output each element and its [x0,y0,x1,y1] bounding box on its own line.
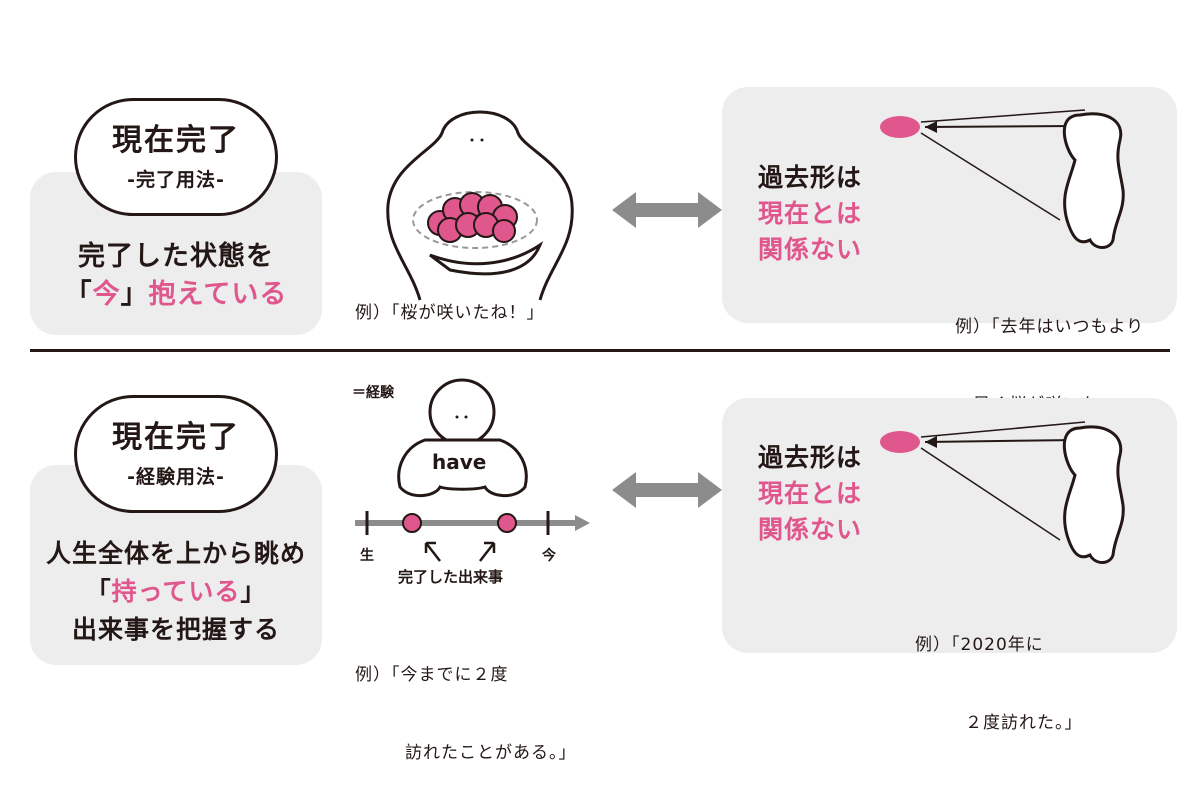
double-arrow-icon [612,192,722,228]
top-desc-line1: 完了した状態を [78,241,274,272]
character-have-icon [397,378,528,498]
have-label: have [432,450,487,474]
top-description: 完了した状態を 「今」抱えている [30,238,322,314]
top-pill-title: 現在完了 [112,123,240,158]
top-desc-line2: 「今」抱えている [64,279,288,310]
bottom-past-line3: 関係ない [758,515,863,544]
bottom-desc-line1: 人生全体を上から眺め [45,539,306,568]
bottom-description: 人生全体を上から眺め 「持っている」 出来事を把握する [30,535,322,649]
bottom-past-example: 例）「2020年に ２度訪れた。」 [915,635,1083,733]
completed-events-label: 完了した出来事 [398,568,504,586]
top-past-line2: 現在とは [758,199,863,228]
bottom-desc-line3: 出来事を把握する [71,615,280,644]
double-arrow-icon [612,472,722,508]
life-timeline [355,511,590,535]
section-divider [30,349,1170,352]
bottom-past-line1: 過去形は [758,443,863,472]
timeline-end-label: 今 [542,548,556,564]
top-pill-subtitle: -完了用法- [127,169,225,191]
timeline-start-label: 生 [360,548,374,564]
top-pill: 現在完了 -完了用法- [74,98,278,216]
top-past-line1: 過去形は [758,163,863,192]
bottom-past-tense-note: 過去形は 現在とは 関係ない [758,440,862,548]
top-example: 例）「桜が咲いたね！」 [355,303,545,323]
top-past-line3: 関係ない [758,235,863,264]
character-holding-flowers-icon [386,110,574,301]
character-looking-back-icon [880,421,1125,564]
character-looking-back-icon [880,109,1125,249]
equal-experience-label: ＝経験 [352,385,394,401]
bottom-pill-title: 現在完了 [112,420,240,455]
top-past-tense-note: 過去形は 現在とは 関係ない [758,160,862,268]
bottom-pill-subtitle: -経験用法- [127,466,225,488]
bottom-past-line2: 現在とは [758,479,863,508]
event-arrows-icon [424,541,496,562]
bottom-example: 例）「今までに２度 訪れたことがある。」 [355,665,577,763]
bottom-desc-line2: 「持っている」 [85,577,267,606]
bottom-pill: 現在完了 -経験用法- [74,395,278,513]
